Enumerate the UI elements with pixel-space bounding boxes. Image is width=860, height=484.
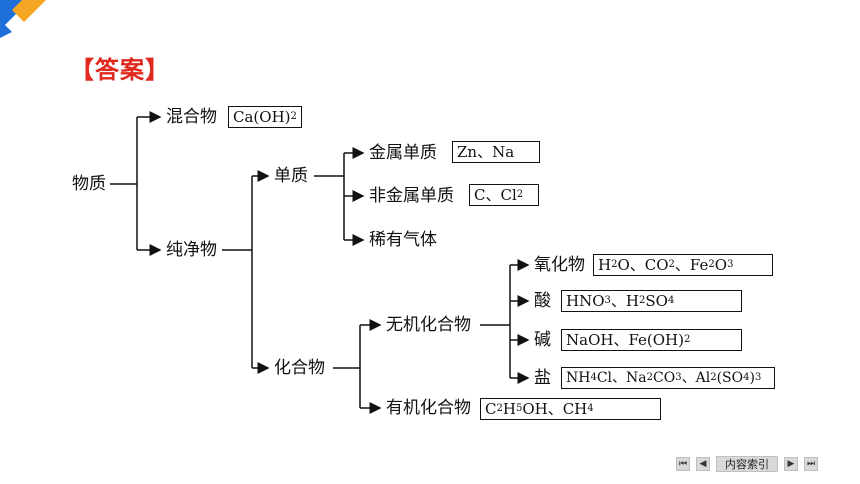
next-page-icon[interactable]: ▶ [784,457,798,471]
corner-decoration [0,0,46,38]
oxide-label: 氧化物 [534,255,585,275]
mixture-example-box: Ca(OH)2 [228,106,302,128]
organic-compound-label: 有机化合物 [386,398,471,418]
base-label: 碱 [534,330,551,350]
slide-navigation: ⏮ ◀ 内容索引 ▶ ⏭ [676,456,818,472]
root-label: 物质 [72,174,106,194]
mixture-label: 混合物 [166,107,217,127]
acid-label: 酸 [534,291,551,311]
inorganic-compound-label: 无机化合物 [386,315,471,335]
first-page-icon[interactable]: ⏮ [676,457,690,471]
compound-label: 化合物 [274,358,325,378]
prev-page-icon[interactable]: ◀ [696,457,710,471]
metal-example-box: Zn、Na [452,141,540,163]
element-label: 单质 [274,166,308,186]
pure-substance-label: 纯净物 [166,240,217,260]
noble-gas-label: 稀有气体 [369,230,437,250]
answer-heading: 【答案】 [70,56,170,84]
metal-element-label: 金属单质 [369,143,437,163]
base-example-box: NaOH、Fe(OH)2 [561,329,742,351]
nonmetal-element-label: 非金属单质 [369,186,454,206]
salt-label: 盐 [534,368,551,388]
content-index-button[interactable]: 内容索引 [716,456,778,472]
last-page-icon[interactable]: ⏭ [804,457,818,471]
